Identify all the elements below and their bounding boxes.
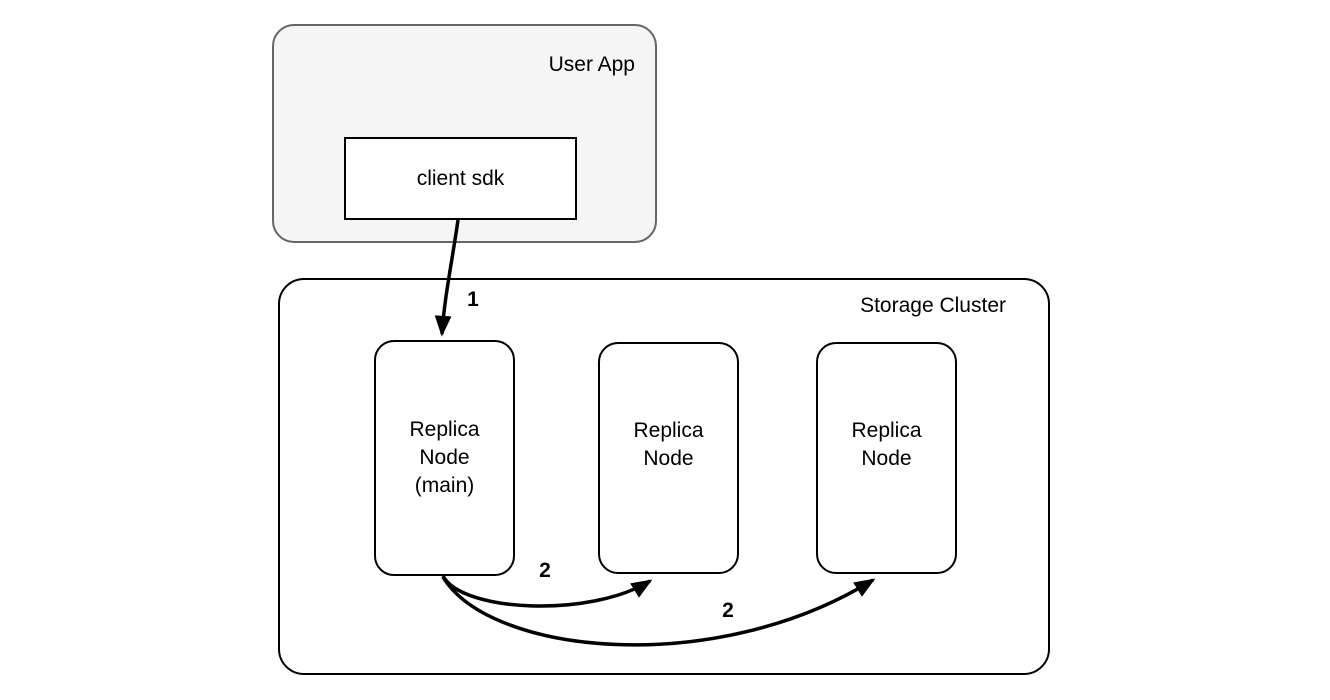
- replica-node-middle: Replica Node: [598, 342, 739, 574]
- node-label-line: (main): [414, 474, 475, 497]
- user-app-label: User App: [548, 53, 635, 76]
- replica-node-main: Replica Node (main): [374, 340, 515, 576]
- node-label-line: Replica: [851, 419, 922, 442]
- client-sdk-box: client sdk: [344, 137, 577, 220]
- client-sdk-label: client sdk: [416, 166, 505, 190]
- node-label-line: Node: [419, 446, 470, 469]
- node-label-line: Replica: [409, 418, 480, 441]
- edge-label-1: 1: [467, 288, 479, 311]
- edge-label-2-middle: 2: [539, 559, 551, 582]
- replica-node-main-label: Replica Node (main): [409, 416, 479, 500]
- node-label-line: Replica: [633, 419, 704, 442]
- replica-node-right-label: Replica Node: [851, 417, 921, 473]
- replica-node-right: Replica Node: [816, 342, 957, 574]
- node-label-line: Node: [861, 447, 912, 470]
- edge-label-2-right: 2: [722, 599, 734, 622]
- storage-cluster-label: Storage Cluster: [860, 294, 1006, 317]
- replica-node-middle-label: Replica Node: [633, 417, 703, 473]
- node-label-line: Node: [643, 447, 694, 470]
